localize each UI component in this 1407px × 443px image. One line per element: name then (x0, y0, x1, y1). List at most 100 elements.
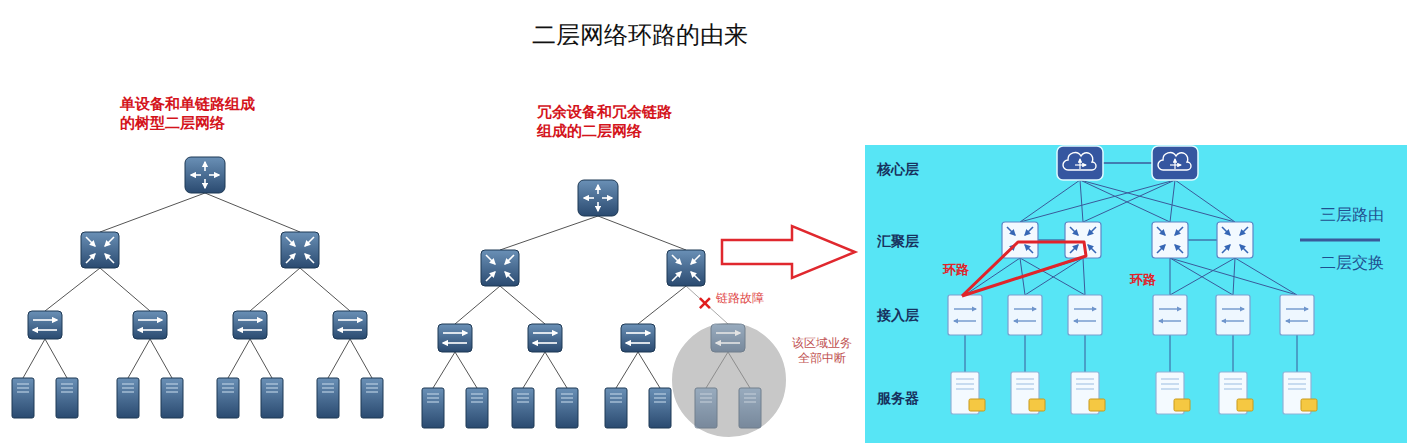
access-switch-icon (333, 311, 367, 339)
server-icon (1071, 372, 1105, 414)
access-body (948, 295, 982, 335)
access-switch-icon (1280, 295, 1314, 335)
switch-body (667, 250, 705, 286)
link-line (1025, 258, 1083, 295)
link-line (286, 254, 295, 263)
link-line (626, 342, 650, 344)
aggregation-switch-icon (1065, 222, 1101, 258)
loop-label: 环路 (1130, 272, 1156, 288)
link-line (638, 286, 686, 324)
link-line (1170, 335, 1171, 372)
link-line (166, 391, 178, 392)
server-icon (649, 388, 671, 428)
link-line (700, 397, 712, 398)
link-line (523, 352, 545, 388)
link-line (1088, 227, 1096, 235)
link-line (61, 391, 73, 392)
link-line (1025, 227, 1033, 235)
link-line (1016, 388, 1034, 389)
link-line (250, 268, 300, 311)
link-line (266, 391, 278, 392)
outage-area (671, 322, 787, 438)
link-line (1085, 335, 1086, 372)
access-body (333, 311, 367, 339)
link-line (100, 193, 205, 232)
access-switch-icon (133, 311, 167, 339)
switching-label: 二层交换 (1320, 253, 1384, 273)
link-line (1235, 258, 1297, 295)
link-line (328, 339, 350, 378)
link-line (517, 397, 529, 398)
server-icon (512, 388, 534, 428)
link-line (122, 387, 134, 388)
link-line (455, 286, 500, 324)
link-line (471, 393, 483, 394)
access-switch-icon (28, 311, 62, 339)
link-line (1174, 159, 1175, 169)
link-line (1175, 180, 1235, 222)
link-line (956, 378, 974, 379)
link-line (1076, 388, 1094, 389)
link-line (204, 162, 206, 171)
switch-body (1152, 222, 1188, 258)
server-body (117, 378, 139, 418)
link-line (561, 401, 573, 402)
diagram-title: 二层网络环路的由来 (532, 20, 748, 50)
folder-icon (1301, 399, 1317, 411)
router-body (185, 157, 225, 193)
link-line (1014, 320, 1036, 321)
link-line (1288, 383, 1306, 384)
link-line (1070, 227, 1078, 235)
link-line (956, 388, 974, 389)
server-icon (1011, 372, 1045, 414)
link-line (300, 268, 350, 311)
server-icon (361, 378, 383, 418)
link-line (1240, 227, 1248, 235)
link-line (1188, 239, 1217, 240)
access-body (621, 324, 655, 352)
link-line (1288, 388, 1306, 389)
redundant-tree (422, 180, 787, 438)
link-line (209, 174, 219, 176)
link-line (700, 393, 712, 394)
folder-icon (1029, 399, 1045, 411)
link-line (1170, 258, 1235, 295)
router-body (578, 180, 618, 216)
server-body (261, 378, 283, 418)
caption: 单设备和单链路组成 的树型二层网络 (120, 95, 255, 133)
link-line (105, 237, 114, 246)
link-line (1020, 180, 1175, 222)
link-line (1170, 258, 1171, 295)
link-line (1161, 383, 1179, 384)
tree-icons (12, 157, 383, 418)
link-line (1233, 258, 1235, 295)
folder-icon (1237, 399, 1253, 411)
folder-icon (1174, 399, 1190, 411)
link-line (305, 237, 314, 246)
link-line (965, 258, 1020, 295)
link-line (338, 329, 362, 331)
link-line (443, 332, 467, 334)
access-body (1216, 295, 1250, 335)
switch-body (281, 232, 319, 268)
server-icon (695, 388, 717, 428)
link-line (965, 335, 966, 372)
link-line (956, 383, 974, 384)
server-icon (261, 378, 283, 418)
server-icon (317, 378, 339, 418)
server-icon (217, 378, 239, 418)
link-line (691, 255, 700, 264)
server-icon (12, 378, 34, 418)
link-line (744, 401, 756, 402)
access-switch-icon (1153, 295, 1187, 335)
link-line (954, 308, 976, 309)
link-line (45, 268, 100, 311)
access-body (1008, 295, 1042, 335)
link-line (86, 254, 95, 263)
link-line (100, 268, 150, 311)
link-line (610, 397, 622, 398)
switch-icon (81, 232, 119, 268)
link-line (728, 352, 750, 388)
server-body (56, 378, 78, 418)
